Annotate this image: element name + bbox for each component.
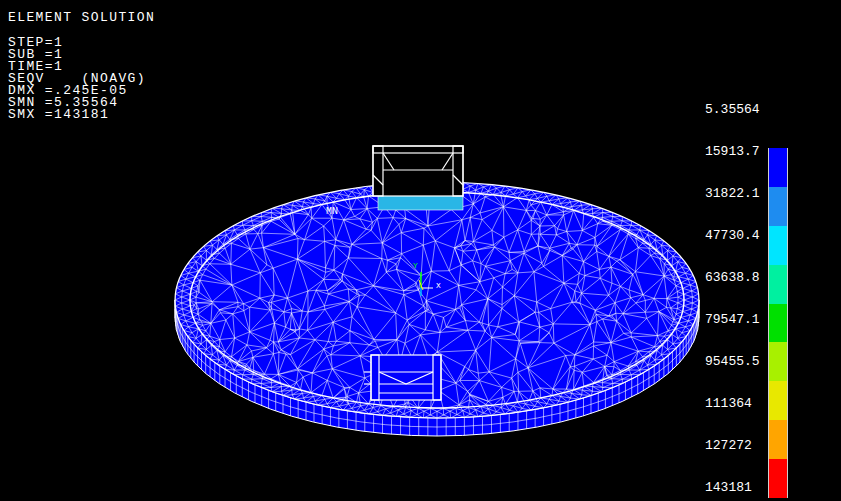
legend-value: 79547.1: [705, 313, 760, 327]
axis-label: Y: [413, 262, 418, 271]
legend-value: 5.35564: [705, 103, 760, 117]
bottom-bracket: [364, 355, 441, 400]
legend-swatch: [768, 187, 788, 226]
axis-triad: [419, 272, 433, 296]
inner-ring: [190, 192, 684, 408]
legend-swatch: [768, 148, 788, 187]
legend-value: 111364: [705, 397, 752, 411]
min-marker: MN: [326, 206, 338, 217]
legend-value: 143181: [705, 481, 752, 495]
axis-label: X: [436, 282, 441, 291]
legend-value: 63638.8: [705, 271, 760, 285]
max-stress: SMX =143181: [8, 108, 109, 122]
legend-value: 15913.7: [705, 145, 760, 159]
top-bracket: [373, 146, 463, 196]
legend-value: 127272: [705, 439, 752, 453]
legend-value: 47730.4: [705, 229, 760, 243]
legend-swatch: [768, 420, 788, 459]
plot-title: ELEMENT SOLUTION: [8, 11, 155, 25]
legend-value: 95455.5: [705, 355, 760, 369]
face-mesh: [175, 182, 699, 418]
disk-face: [175, 182, 699, 418]
legend-swatch: [768, 342, 788, 381]
mesh-lines: [175, 182, 699, 418]
legend-swatch: [768, 381, 788, 420]
stress-patch: [378, 195, 463, 210]
legend-swatch: [768, 304, 788, 343]
legend-value: 31822.1: [705, 187, 760, 201]
legend-swatch: [768, 265, 788, 304]
legend-swatch: [768, 226, 788, 265]
legend-swatch: [768, 459, 788, 498]
